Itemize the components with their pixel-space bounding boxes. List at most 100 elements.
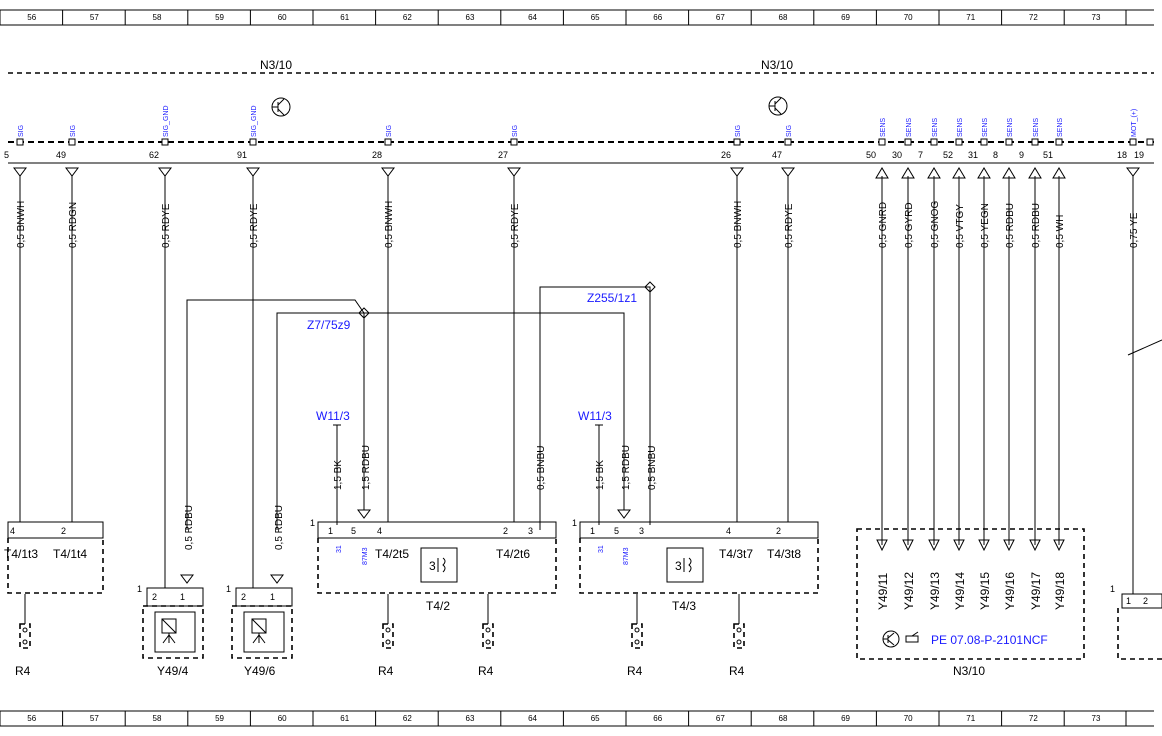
svg-text:1: 1 xyxy=(270,592,275,602)
pin-terminal xyxy=(1031,138,1039,146)
arrow-icon xyxy=(246,167,260,177)
svg-text:2: 2 xyxy=(503,526,508,536)
pin-number: 27 xyxy=(498,150,508,160)
frame-number: 67 xyxy=(716,13,725,22)
ground-w11-right: W11/3 xyxy=(578,409,612,525)
wire-label: 0,5 GYRD xyxy=(904,202,915,248)
transformer-icon xyxy=(666,547,704,583)
wire-label: 0,5 RDYE xyxy=(784,203,795,248)
arrow-icon xyxy=(180,574,194,584)
valve-output-label: Y49/14 xyxy=(953,572,967,610)
splice-label: Z255/1z1 xyxy=(587,291,637,305)
pin-terminal xyxy=(980,138,988,146)
svg-text:5: 5 xyxy=(351,526,356,536)
pin-number: 30 xyxy=(892,150,902,160)
signal-label: SIG xyxy=(18,125,25,137)
arrow-icon xyxy=(730,167,744,177)
module-label: T4/2 xyxy=(426,599,450,613)
valve-output-label: Y49/15 xyxy=(978,572,992,610)
svg-text:2: 2 xyxy=(1143,596,1148,606)
frame-number: 68 xyxy=(779,714,788,723)
frame-number: 72 xyxy=(1029,714,1038,723)
pin-terminal xyxy=(384,138,392,146)
pin-number: 50 xyxy=(866,150,876,160)
pin-terminal xyxy=(68,138,76,146)
svg-text:1: 1 xyxy=(310,518,315,528)
pin-terminal xyxy=(733,138,741,146)
frame-number: 57 xyxy=(90,13,99,22)
wire-label: 0,5 BNWH xyxy=(733,201,744,248)
valve-label: Y49/6 xyxy=(244,664,276,678)
connector-label: T4/2t6 xyxy=(496,547,530,561)
valve-label: Y49/4 xyxy=(157,664,189,678)
transistor-icon xyxy=(882,630,900,648)
svg-text:2: 2 xyxy=(152,592,157,602)
valve-y49-4: 1 2 1 Y49/4 xyxy=(137,584,204,678)
frame-number: 66 xyxy=(653,13,662,22)
frame-number: 70 xyxy=(904,714,913,723)
signal-label: MOT_(+) xyxy=(1131,109,1138,137)
wire-label: 0,5 WH xyxy=(1055,215,1066,248)
wire-label: 0,5 BNBU xyxy=(536,446,547,490)
pin-number: 49 xyxy=(56,150,66,160)
wire-label: 0,5 BNBU xyxy=(647,446,658,490)
wire-label: 1,5 RDBU xyxy=(361,445,372,490)
frame-number: 65 xyxy=(591,13,600,22)
frame-number: 69 xyxy=(841,13,850,22)
splice-z255: Z255/1z1 xyxy=(539,281,656,530)
svg-text:87M3: 87M3 xyxy=(362,547,369,565)
connector-label: T4/1t4 xyxy=(53,547,87,561)
pin-number: 9 xyxy=(1019,150,1024,160)
pin-number: 52 xyxy=(943,150,953,160)
resistor-label: R4 xyxy=(15,664,31,678)
connector-label: T4/2t5 xyxy=(375,547,409,561)
wire-label: 0,5 RDYE xyxy=(249,203,260,248)
wire-label: 1,5 BK xyxy=(333,460,344,490)
wire-label: 0,5 YEGN xyxy=(980,203,991,248)
wire-label: 0,5 RDGN xyxy=(68,202,79,248)
svg-text:1: 1 xyxy=(226,584,231,594)
valve-output-label: Y49/11 xyxy=(876,573,890,610)
frame-number: 65 xyxy=(591,714,600,723)
pin-terminal xyxy=(16,138,24,146)
frame-number: 68 xyxy=(779,13,788,22)
pin-terminal xyxy=(161,138,169,146)
svg-text:1: 1 xyxy=(137,584,142,594)
arrow-icon xyxy=(381,167,395,177)
pin-number: 5 xyxy=(4,150,9,160)
signal-label: SENS xyxy=(982,118,989,137)
svg-text:3: 3 xyxy=(639,526,644,536)
frame-number: 59 xyxy=(215,13,224,22)
valve-output-label: Y49/17 xyxy=(1029,572,1043,610)
wire-label: 0,5 VTGY xyxy=(955,204,966,248)
pin-number: 62 xyxy=(149,150,159,160)
frame-number: 58 xyxy=(153,13,162,22)
frame-number: 71 xyxy=(966,714,975,723)
arrow-icon xyxy=(781,167,795,177)
pin-terminal xyxy=(904,138,912,146)
svg-text:2: 2 xyxy=(241,592,246,602)
signal-label: SIG xyxy=(512,125,519,137)
arrow-icon xyxy=(978,539,990,552)
signal-label: SENS xyxy=(1057,118,1064,137)
connector-right-partial: 1 1 2 xyxy=(1110,250,1162,660)
frame-number: 64 xyxy=(528,714,537,723)
pin-terminal xyxy=(1129,138,1137,146)
pin-terminal xyxy=(878,138,886,146)
svg-text:1: 1 xyxy=(1126,596,1131,606)
svg-text:3: 3 xyxy=(429,559,436,573)
frame-number: 56 xyxy=(27,13,36,22)
signal-label: SENS xyxy=(957,118,964,137)
wire-label: 0,75 YE xyxy=(1129,212,1140,248)
frame-number: 71 xyxy=(966,13,975,22)
transistor-icon xyxy=(271,97,291,117)
reference-link[interactable]: PE 07.08-P-2101NCF xyxy=(931,633,1048,647)
pin-number: 47 xyxy=(772,150,782,160)
connector-label: T4/1t3 xyxy=(4,547,38,561)
signal-label: SIG xyxy=(70,125,77,137)
signal-label: SIG_GND xyxy=(251,105,258,137)
ground-label: W11/3 xyxy=(316,409,350,423)
